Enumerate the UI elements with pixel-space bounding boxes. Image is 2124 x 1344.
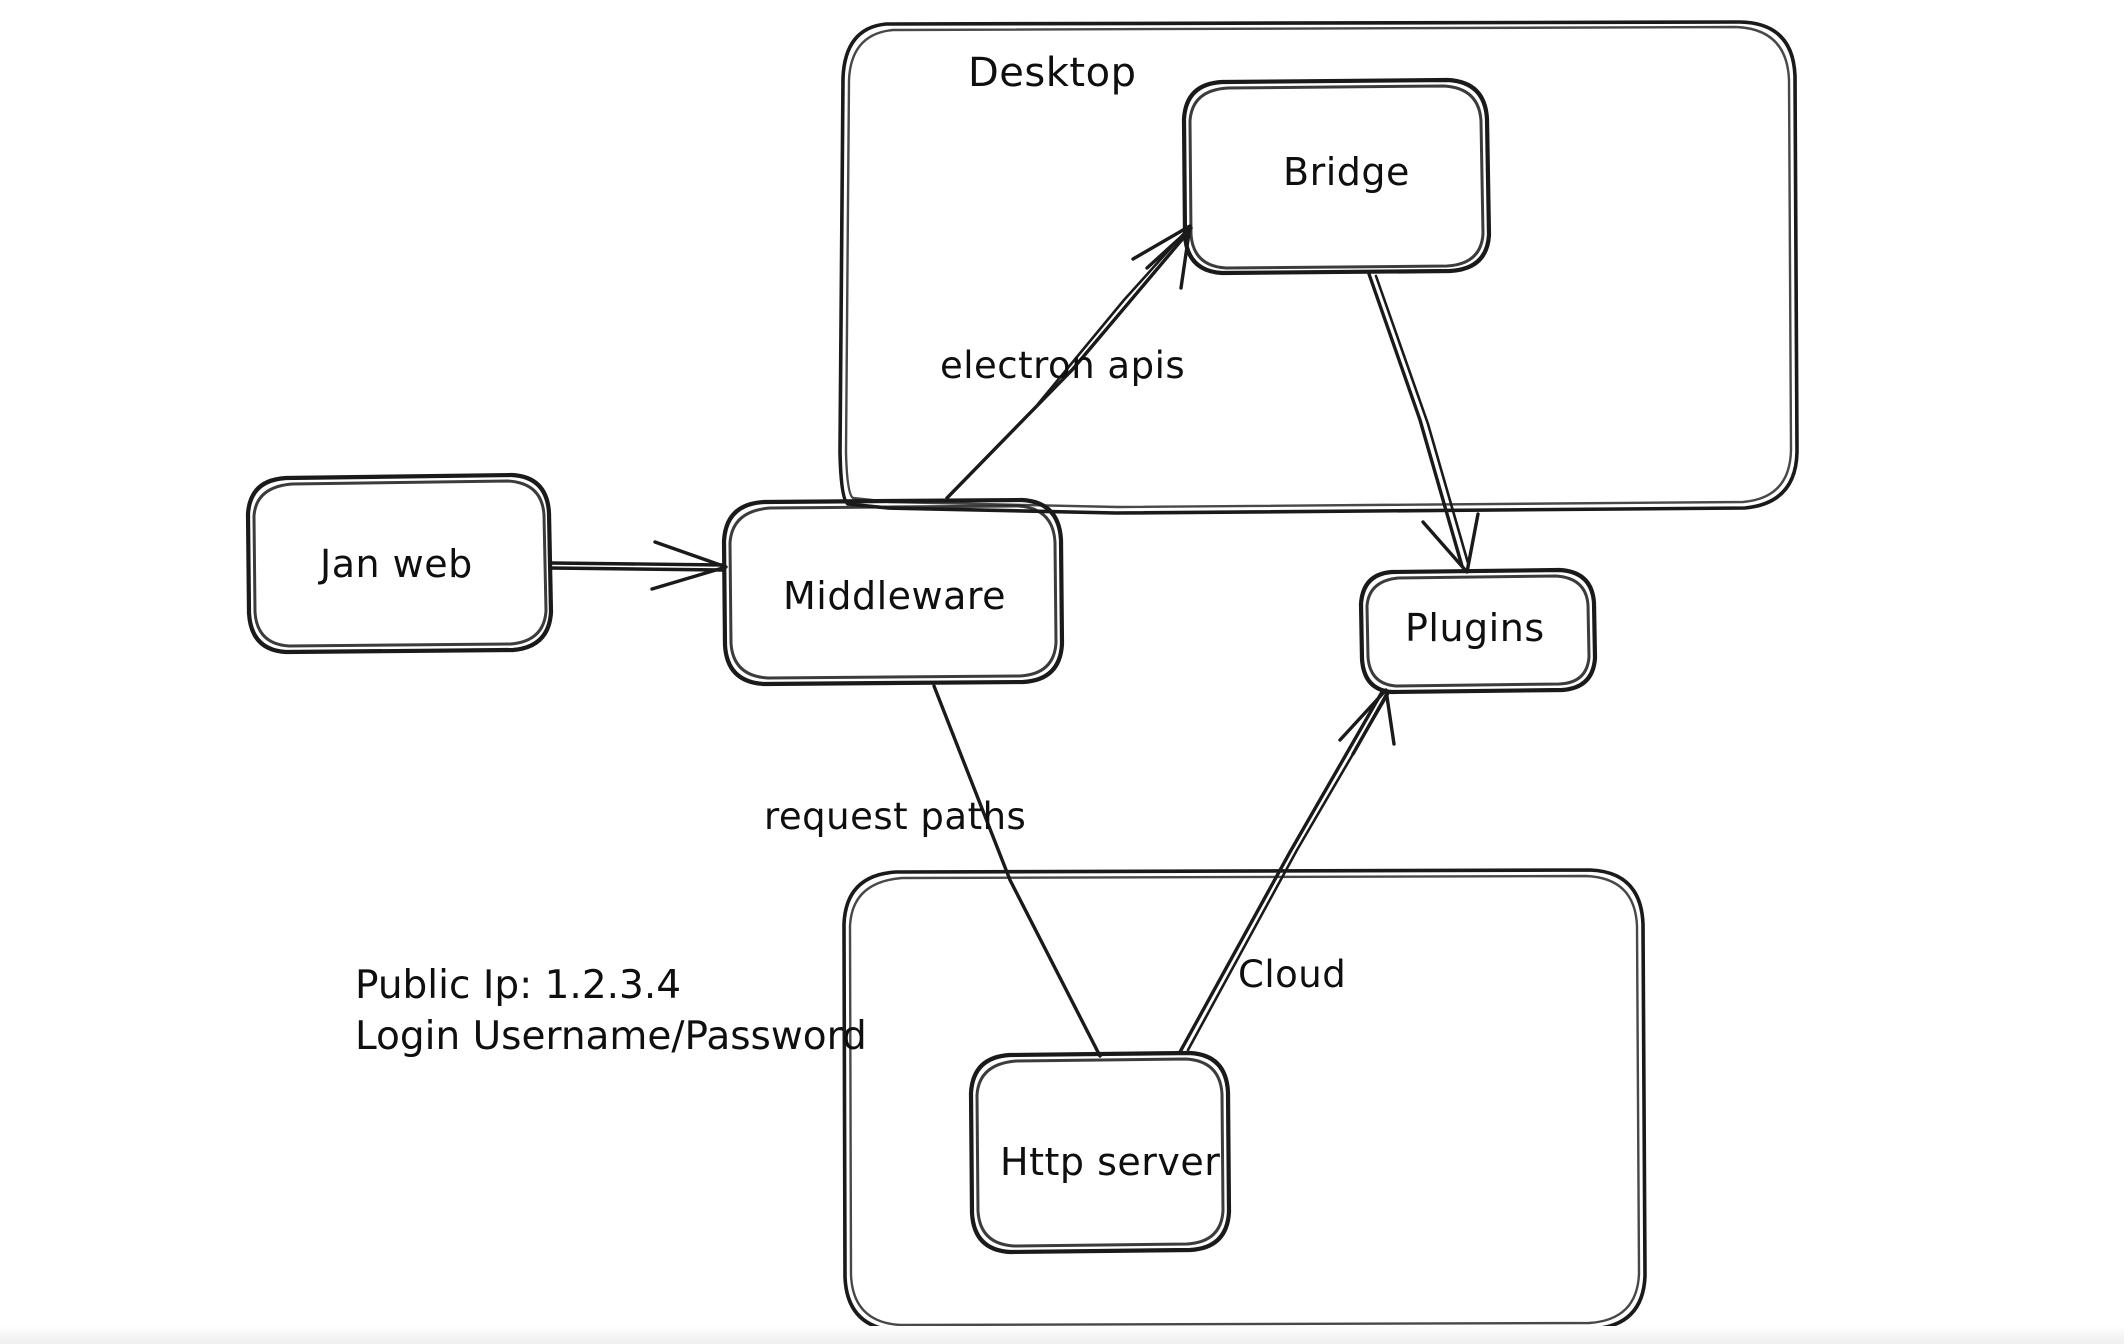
node-plugins-shape[interactable] (1358, 567, 1598, 695)
notes-block: Public Ip: 1.2.3.4 Login Username/Passwo… (355, 960, 867, 1063)
node-bridge-shape[interactable] (1181, 77, 1492, 276)
node-jan-web-shape[interactable] (245, 472, 554, 655)
container-desktop-label: Desktop (968, 50, 1137, 96)
container-desktop-shape (838, 20, 1799, 515)
note-public-ip: Public Ip: 1.2.3.4 (355, 963, 682, 1008)
edge-label-cloud: Cloud (1238, 953, 1347, 996)
edge-http-server-to-plugins (1178, 688, 1396, 1054)
edge-middleware-to-bridge (945, 224, 1193, 500)
node-bridge-label: Bridge (1283, 150, 1410, 194)
node-plugins-label: Plugins (1405, 606, 1545, 650)
note-login: Login Username/Password (355, 1014, 867, 1060)
node-bridge[interactable] (1184, 80, 1489, 273)
node-http-server-shape[interactable] (968, 1050, 1232, 1255)
edge-label-request-paths: request paths (764, 795, 1027, 838)
node-middleware[interactable] (724, 500, 1062, 684)
edge-label-electron-apis: electron apis (940, 344, 1186, 387)
node-http-server-label: Http server (1000, 1140, 1221, 1184)
node-plugins[interactable] (1361, 570, 1595, 692)
node-jan-web[interactable] (248, 475, 551, 652)
node-middleware-shape[interactable] (721, 497, 1065, 687)
node-jan-web-label: Jan web (320, 542, 473, 586)
node-http-server[interactable] (971, 1053, 1229, 1252)
container-cloud-shape (842, 868, 1647, 1333)
node-middleware-label: Middleware (783, 574, 1007, 618)
viewport-bottom-edge (0, 1326, 2124, 1344)
edge-jan-web-to-middleware (548, 540, 728, 591)
edge-middleware-to-http-server (932, 684, 1102, 1058)
edge-bridge-to-plugins (1367, 272, 1480, 574)
